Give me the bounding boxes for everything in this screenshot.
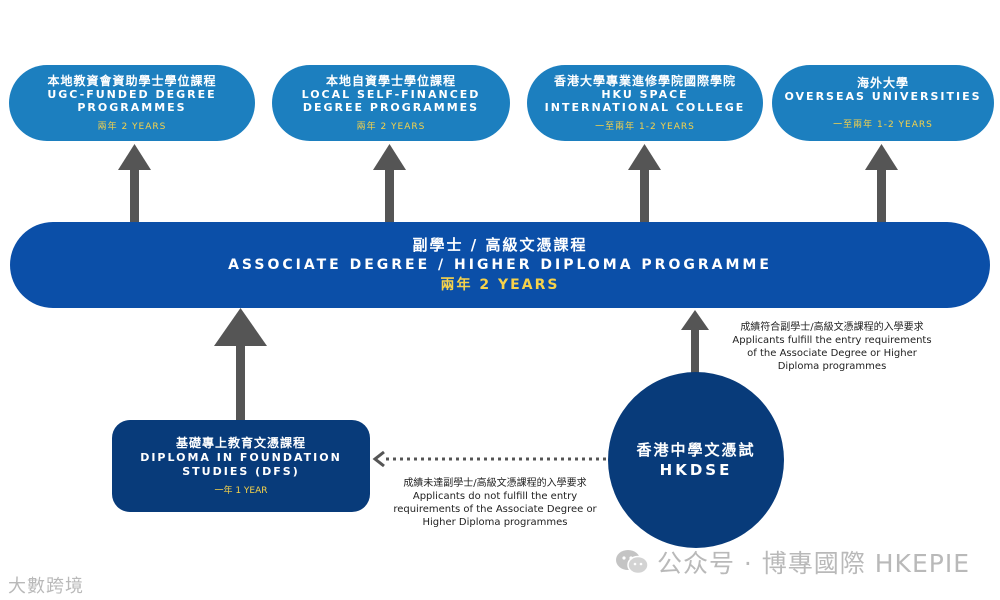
- destination-en: DEGREE PROGRAMMES: [302, 101, 480, 114]
- up-arrow-ugc: [118, 144, 151, 224]
- note-fulfill-cn: 成績符合副學士/高級文憑課程的入學要求: [740, 322, 924, 333]
- destination-years: 一至兩年 1-2 YEARS: [833, 120, 933, 130]
- destination-en: PROGRAMMES: [77, 101, 187, 114]
- destination-hku-space: 香港大學專業進修學院國際學院 HKU SPACE INTERNATIONAL C…: [527, 65, 763, 141]
- destination-en: LOCAL SELF-FINANCED: [301, 88, 481, 101]
- note-fulfill-line: of the Associate Degree or Higher: [747, 348, 917, 359]
- destination-cn: 本地自資學士學位課程: [325, 74, 456, 88]
- dfs-en: DIPLOMA IN FOUNDATION: [140, 451, 342, 464]
- dotted-arrow-hkdse-to-dfs: [372, 450, 606, 468]
- main-programme-cn: 副學士 / 高級文憑課程: [412, 236, 588, 254]
- main-programme-en: ASSOCIATE DEGREE / HIGHER DIPLOMA PROGRA…: [228, 257, 772, 273]
- watermark-right-text: 公众号 · 博專國際 HKEPIE: [656, 549, 970, 578]
- destination-en: INTERNATIONAL COLLEGE: [544, 101, 746, 114]
- note-fulfill: 成績符合副學士/高級文憑課程的入學要求 Applicants fulfill t…: [712, 321, 952, 373]
- dfs-programme: 基礎專上教育文憑課程 DIPLOMA IN FOUNDATION STUDIES…: [112, 420, 370, 512]
- hkdse-node: 香港中學文憑試 HKDSE: [608, 372, 784, 548]
- note-not-fulfill-cn: 成績未達副學士/高級文憑課程的入學要求: [403, 478, 587, 489]
- watermark-left: 大數跨境: [8, 572, 84, 598]
- destination-en: HKU SPACE: [601, 88, 689, 101]
- destination-self-financed: 本地自資學士學位課程 LOCAL SELF-FINANCED DEGREE PR…: [272, 65, 510, 141]
- up-arrow-hkdse: [681, 310, 709, 374]
- note-not-fulfill-line: requirements of the Associate Degree or: [393, 504, 597, 515]
- note-not-fulfill: 成績未達副學士/高級文憑課程的入學要求 Applicants do not fu…: [380, 477, 610, 529]
- destination-cn: 香港大學專業進修學院國際學院: [553, 74, 736, 88]
- destination-years: 兩年 2 YEARS: [97, 122, 167, 132]
- destination-overseas: 海外大學 OVERSEAS UNIVERSITIES 一至兩年 1-2 YEAR…: [772, 65, 994, 141]
- dfs-cn: 基礎專上教育文憑課程: [175, 436, 306, 450]
- watermark-left-text: 大數跨境: [8, 576, 84, 597]
- note-not-fulfill-line: Higher Diploma programmes: [422, 517, 568, 528]
- wechat-icon: [615, 549, 649, 575]
- associate-degree-programme: 副學士 / 高級文憑課程 ASSOCIATE DEGREE / HIGHER D…: [10, 222, 990, 308]
- destination-cn: 海外大學: [856, 76, 909, 90]
- destination-en: UGC-FUNDED DEGREE: [47, 88, 217, 101]
- destination-years: 一至兩年 1-2 YEARS: [595, 122, 695, 132]
- up-arrow-self-financed: [373, 144, 406, 224]
- up-arrow-overseas: [865, 144, 898, 224]
- destination-years: 兩年 2 YEARS: [356, 122, 426, 132]
- destination-ugc-funded: 本地教資會資助學士學位課程 UGC-FUNDED DEGREE PROGRAMM…: [9, 65, 255, 141]
- up-arrow-hku-space: [628, 144, 661, 224]
- note-fulfill-line: Diploma programmes: [777, 361, 887, 372]
- note-fulfill-line: Applicants fulfill the entry requirement…: [732, 335, 932, 346]
- hkdse-en: HKDSE: [659, 461, 733, 479]
- watermark-wechat: 公众号 · 博專國際 HKEPIE: [615, 544, 970, 580]
- dfs-years: 一年 1 YEAR: [214, 486, 268, 496]
- destination-en: OVERSEAS UNIVERSITIES: [784, 90, 982, 103]
- hkdse-cn: 香港中學文憑試: [636, 441, 756, 459]
- destination-cn: 本地教資會資助學士學位課程: [47, 74, 217, 88]
- note-not-fulfill-line: Applicants do not fulfill the entry: [412, 491, 578, 502]
- up-arrow-dfs: [214, 308, 267, 422]
- dfs-en: STUDIES (DFS): [182, 465, 300, 478]
- main-programme-years: 兩年 2 YEARS: [440, 277, 560, 293]
